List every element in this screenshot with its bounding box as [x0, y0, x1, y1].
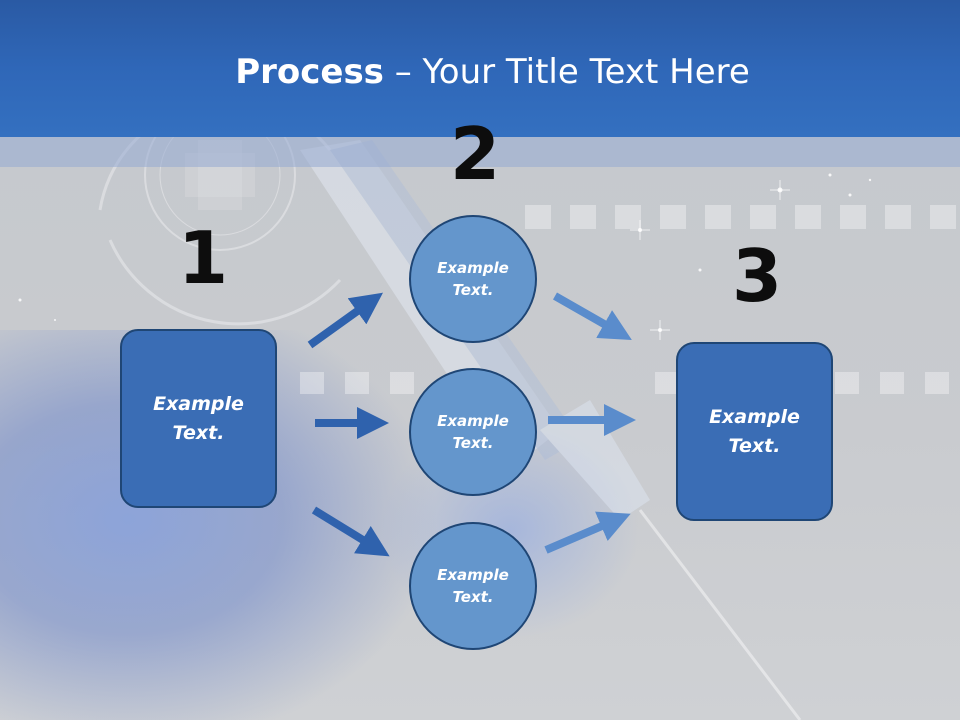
- circle-1-text: Example Text.: [437, 258, 509, 300]
- step-2-circle-1: Example Text.: [409, 215, 537, 343]
- step-number-2: 2: [450, 112, 501, 196]
- slide-title: Process – Your Title Text Here: [0, 52, 960, 92]
- step-3-text: Example Text.: [709, 406, 800, 457]
- step-1-box: Example Text.: [120, 329, 277, 508]
- step-3-box: Example Text.: [676, 342, 833, 521]
- step-2-circle-2: Example Text.: [409, 368, 537, 496]
- arrow-from-circle-3: [544, 511, 631, 554]
- arrow-to-circle-3: [311, 506, 390, 557]
- circle-2-text: Example Text.: [437, 411, 509, 453]
- title-bar: [0, 0, 960, 137]
- step-2-circle-3: Example Text.: [409, 522, 537, 650]
- circle-3-text: Example Text.: [437, 565, 509, 607]
- title-rest: – Your Title Text Here: [383, 52, 750, 92]
- arrow-to-circle-1: [307, 292, 384, 349]
- step-1-text: Example Text.: [153, 393, 244, 444]
- header-band: [0, 137, 960, 167]
- arrow-from-circle-1: [553, 292, 632, 340]
- step-number-3: 3: [732, 234, 783, 318]
- title-bold: Process: [235, 52, 384, 92]
- step-number-1: 1: [178, 216, 229, 300]
